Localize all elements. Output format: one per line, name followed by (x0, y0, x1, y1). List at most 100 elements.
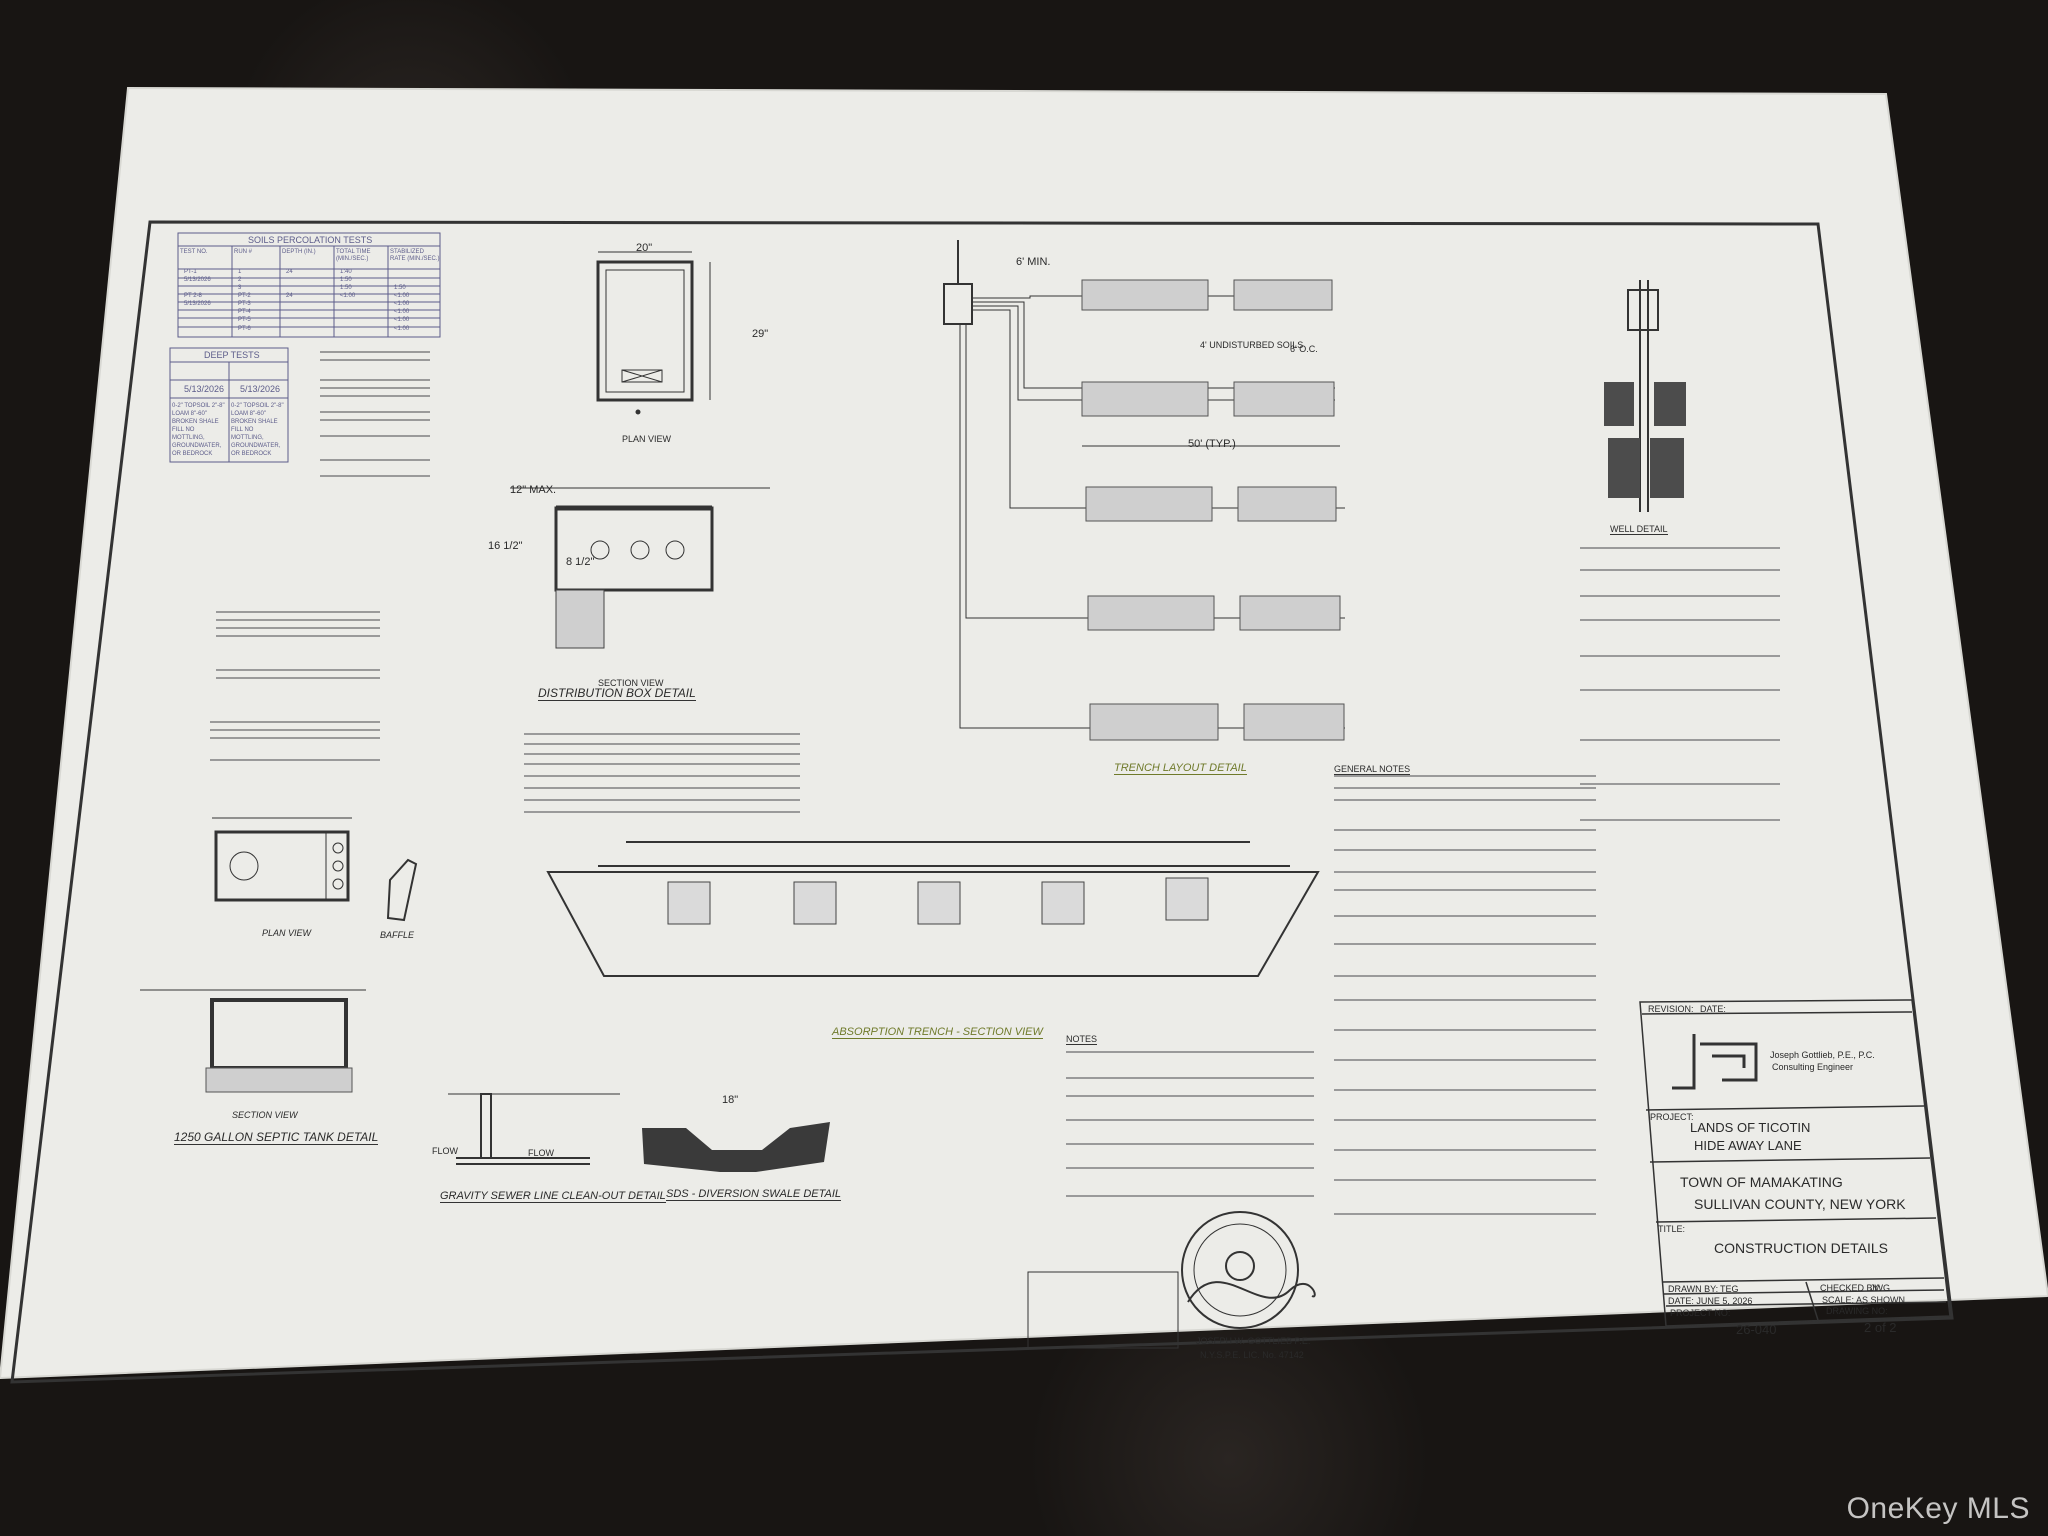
engineer-seal (1181, 1211, 1299, 1329)
drawing-number: 2 of 2 (1864, 1320, 1897, 1335)
perc-table-cell: <1:00 (394, 309, 410, 315)
drawing-date: DATE: JUNE 5, 2026 (1668, 1296, 1753, 1306)
perc-table-cell: 24 (286, 293, 293, 299)
paper-sheet (0, 88, 2048, 1378)
dbox-dim-8: 8 1/2" (566, 556, 595, 568)
trench-laterals (1081, 279, 1345, 741)
engineer-logo (1672, 1034, 1758, 1090)
revision-date-label: DATE: (1700, 1004, 1726, 1014)
project-number: 26-040 (1736, 1322, 1777, 1337)
perc-table-cell: <1:00 (394, 326, 410, 332)
trench-undisturbed: 4' UNDISTURBED SOILS (1200, 340, 1304, 350)
absorption-trench-section (546, 841, 1320, 977)
perc-table-header: RUN # (234, 249, 253, 255)
project-line-2: HIDE AWAY LANE (1694, 1138, 1802, 1153)
absorption-trench-stones (667, 877, 1209, 925)
perc-table-cell: 5/13/2026 (184, 301, 211, 307)
engineer-name: JOSEPH W. GOTTLIEB P.E. (1196, 1336, 1311, 1346)
general-notes-heading: GENERAL NOTES (1334, 764, 1411, 775)
baffle-label: BAFFLE (380, 930, 415, 940)
revision-label: REVISION: (1648, 1004, 1694, 1014)
perc-table-header: DEPTH (IN.) (282, 249, 316, 255)
tank-section-view-label: SECTION VIEW (232, 1110, 298, 1120)
project-label: PROJECT: (1650, 1112, 1694, 1122)
flow-label-2: FLOW (528, 1148, 554, 1158)
town-line-1: TOWN OF MAMAKATING (1680, 1174, 1843, 1190)
checked-by-value: JWG (1870, 1283, 1890, 1293)
dbox-dim-29: 29" (752, 328, 769, 340)
engineer-license: N.Y.S.P.E. LIC. No. 47142 (1200, 1350, 1304, 1360)
perc-table-cell: <1:00 (394, 317, 410, 323)
dbox-plan-view-label: PLAN VIEW (622, 434, 672, 444)
trench-six-oc: 6' O.C. (1290, 344, 1318, 354)
dbox-gravel-base (555, 589, 605, 649)
perc-table-header: TEST NO. (180, 249, 208, 255)
deep-test-log: 0-2" TOPSOIL 2"-8" LOAM 8"-60" BROKEN SH… (231, 403, 284, 457)
septic-tank-title: 1250 GALLON SEPTIC TANK DETAIL (174, 1130, 379, 1145)
deep-tests-grid (169, 347, 289, 463)
absorption-trench-title: ABSORPTION TRENCH - SECTION VIEW (832, 1026, 1043, 1039)
perc-table-cell: <1:00 (394, 301, 410, 307)
trench-fifty-typ: 50' (TYP.) (1188, 438, 1236, 450)
swale-dim-18: 18" (722, 1094, 739, 1106)
drawing-scale: SCALE: AS SHOWN (1822, 1295, 1906, 1305)
perc-table-cell: 1:50 (340, 285, 352, 291)
septic-tank-plan (212, 817, 352, 902)
perc-table-cell: 1:50 (340, 277, 352, 283)
project-no-label: PROJECT NO: (1670, 1308, 1731, 1318)
gravity-sewer-title: GRAVITY SEWER LINE CLEAN-OUT DETAIL (440, 1190, 666, 1203)
perc-table-header: TOTAL TIME (MIN./SEC.) (336, 249, 371, 262)
perc-table-title: SOILS PERCOLATION TESTS (248, 235, 373, 245)
dbox-dim-20: 20" (636, 242, 653, 254)
perc-table-cell: 2 (238, 277, 242, 283)
dbox-section-view-label: SECTION VIEW (598, 678, 664, 688)
perc-table-cell: <1:00 (340, 293, 356, 299)
engineer-signature (1187, 1281, 1316, 1303)
notes-heading: NOTES (1066, 1034, 1098, 1045)
town-line-2: SULLIVAN COUNTY, NEW YORK (1694, 1196, 1906, 1212)
dbox-plan-view (596, 251, 711, 415)
perc-table-cell: 24 (286, 269, 293, 275)
perc-table-cell: PT 2-8 (184, 293, 202, 299)
well-detail-title: WELL DETAIL (1610, 524, 1668, 535)
project-line-1: LANDS OF TICOTIN (1690, 1120, 1811, 1135)
drawing-border (10, 220, 1954, 1384)
perc-table-cell: PT-4 (238, 309, 251, 315)
flow-label-1: FLOW (432, 1146, 458, 1156)
trench-six-min: 6' MIN. (1016, 256, 1051, 268)
engineer-firm-name: Joseph Gottlieb, P.E., P.C. (1770, 1050, 1875, 1060)
deep-test-date-2: 5/13/2026 (240, 384, 281, 394)
percolation-table-grid (177, 232, 441, 338)
baffle-sketch (386, 858, 418, 922)
perc-table-cell: 1 (238, 269, 242, 275)
distribution-box-title: DISTRIBUTION BOX DETAIL (538, 686, 696, 701)
drawn-by-value: TEG (1720, 1284, 1739, 1294)
perc-table-cell: <1:00 (394, 293, 410, 299)
septic-tank-base (205, 1067, 353, 1093)
tank-plan-view-label: PLAN VIEW (262, 928, 312, 938)
title-block-lines (1639, 999, 1951, 1327)
drawing-no-label: DRAWING NO: (1826, 1306, 1888, 1316)
perc-table-cell: PT-6 (238, 326, 251, 332)
gravity-sewer-sketch (448, 1093, 620, 1165)
drawing-title: CONSTRUCTION DETAILS (1714, 1240, 1888, 1256)
deep-test-date-1: 5/13/2026 (184, 384, 225, 394)
perc-table-cell: 3 (238, 285, 242, 291)
title-label: TITLE: (1658, 1224, 1686, 1234)
perc-table-cell: PT-2 (238, 293, 251, 299)
onekey-mls-watermark: OneKey MLS (1846, 1492, 2030, 1525)
drawn-by-label: DRAWN BY: (1668, 1284, 1719, 1294)
unauthorized-alteration-box (1027, 1271, 1179, 1349)
checked-by-label: CHECKED BY: (1820, 1283, 1881, 1293)
well-gravel (1604, 382, 1686, 498)
perc-table-cell: PT-3 (238, 301, 251, 307)
dbox-dim-12max: 12" MAX. (510, 484, 557, 496)
deep-tests-title: DEEP TESTS (204, 350, 260, 360)
trench-layout-title: TRENCH LAYOUT DETAIL (1114, 762, 1247, 775)
perc-table-header: STABILIZED RATE (MIN./SEC.) (390, 249, 440, 262)
engineer-firm-sub: Consulting Engineer (1772, 1062, 1854, 1072)
deep-test-log: 0-2" TOPSOIL 2"-8" LOAM 8"-60" BROKEN SH… (172, 403, 225, 457)
dbox-dim-16: 16 1/2" (488, 540, 523, 552)
note-text-lines (210, 351, 1780, 1215)
